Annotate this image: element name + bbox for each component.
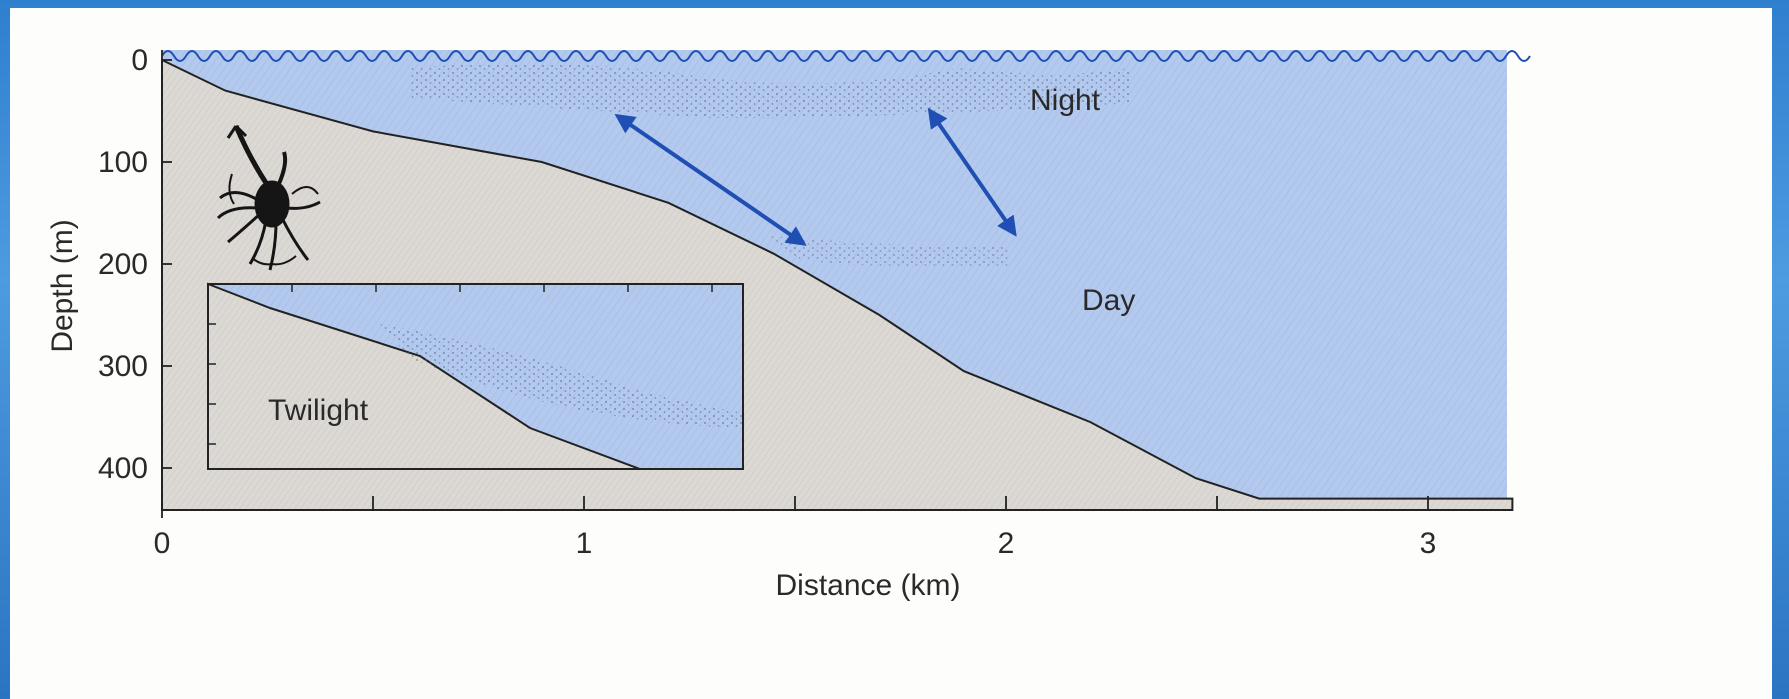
x-axis-title: Distance (km) [775,569,960,602]
wave-surface-icon [161,50,1531,62]
migration-arrow [614,113,807,246]
inset-seafloor [207,282,641,470]
x-tick-label: 2 [998,527,1015,560]
y-tick-label: 0 [131,44,148,77]
y-tick-label: 100 [98,146,148,179]
day-plankton-layer [770,236,1010,268]
x-axis-ticks: 0 1 2 3 [154,496,1437,560]
twilight-label: Twilight [268,394,369,427]
octopus-silhouette-icon [216,124,321,271]
y-tick-label: 200 [98,248,148,281]
x-tick-label: 3 [1420,527,1437,560]
migration-arrow [927,107,1017,237]
y-axis-title: Depth (m) [46,219,79,352]
night-plankton-layer [410,63,1130,118]
x-tick-label: 0 [154,527,171,560]
inset-ticks [208,284,713,445]
depth-distance-diagram: 0 1 2 3 0 100 200 300 400 Distance (km) Depth (… [46,44,1531,602]
twilight-inset: Twilight [207,282,745,470]
y-tick-label: 300 [98,350,148,383]
y-axis-ticks: 0 100 200 300 400 [98,44,172,485]
x-tick-label: 1 [576,527,593,560]
figure-panel: 0 1 2 3 0 100 200 300 400 Distance (km) Depth (… [10,8,1772,699]
day-label: Day [1082,284,1135,317]
twilight-plankton-layer [380,324,745,428]
y-tick-label: 400 [98,452,148,485]
night-label: Night [1030,84,1101,117]
